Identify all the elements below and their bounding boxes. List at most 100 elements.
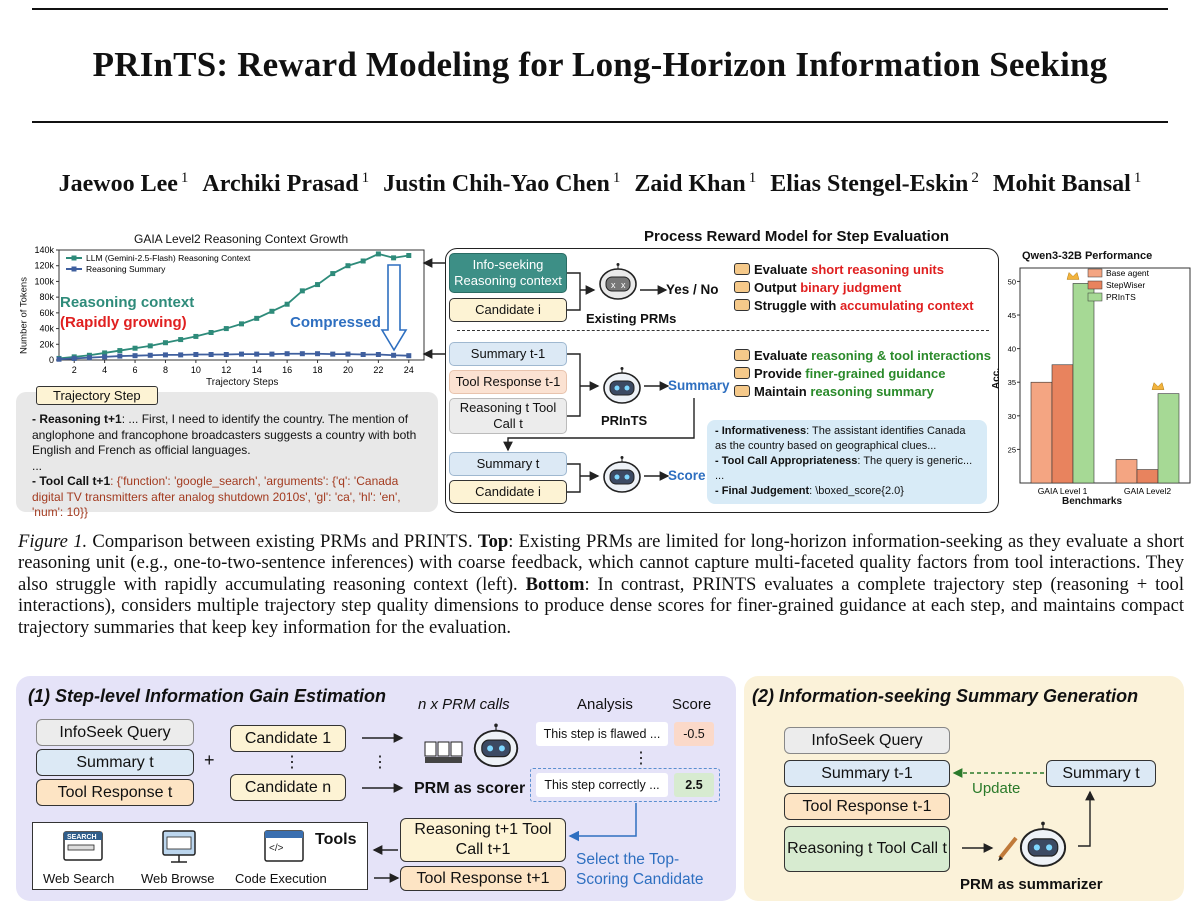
trajectory-text: - Reasoning t+1: ... First, I need to id… [32, 412, 424, 521]
trajectory-ellipsis: ... [32, 458, 43, 473]
line-point [56, 356, 62, 362]
line-point [162, 352, 168, 358]
line-point [147, 343, 153, 349]
annotation-reasoning-context: Reasoning context [60, 294, 195, 311]
feedback-box: - Informativeness: The assistant identif… [707, 420, 987, 504]
line-point [102, 350, 108, 356]
y-tick-label: 0 [49, 355, 54, 365]
bar-legend-swatch [1087, 268, 1103, 278]
line-point [345, 351, 351, 357]
tool-response-next-box: Tool Response t+1 [400, 866, 566, 891]
reasoning-toolcall-box: Reasoning t Tool Call t [449, 398, 567, 434]
line-point [193, 352, 199, 357]
line-point [360, 352, 366, 357]
code-execution-icon: </> [264, 830, 304, 862]
web-browse-icon [162, 830, 196, 863]
score-counter-icon [424, 741, 463, 763]
bar-legend-label: PRInTS [1106, 292, 1136, 302]
tools-title: Tools [315, 831, 357, 848]
x-tick-label: 24 [404, 365, 414, 375]
line-chart-xlabel: Trajectory Steps [206, 377, 279, 388]
line-point [208, 352, 214, 357]
line-point [360, 258, 366, 264]
line-point [284, 301, 290, 307]
prm-panel [445, 248, 999, 513]
thumbs-up-icon [734, 367, 750, 379]
reasoning-text: : ... First, I need to identify the coun… [32, 412, 417, 457]
title-rule [32, 121, 1168, 123]
line-point [178, 337, 184, 343]
feedback-tool-call-text: : The query is generic... [857, 455, 973, 467]
bar-y-tick-label: 35 [1008, 378, 1016, 387]
trajectory-box: Trajectory Step - Reasoning t+1: ... Fir… [16, 386, 438, 519]
line-point [375, 352, 381, 357]
reasoning-next-box: Reasoning t+1 Tool Call t+1 [400, 818, 566, 862]
analysis-vdots: ⋮ [633, 750, 649, 767]
bul-top-0: Evaluate short reasoning units [734, 262, 944, 277]
line-point [71, 355, 77, 361]
line-point [254, 351, 260, 357]
line-point [132, 345, 138, 351]
summary-t-box: Summary t [449, 452, 567, 476]
bul-top-1: Output binary judgment [734, 280, 901, 295]
y-tick-label: 40k [39, 324, 54, 334]
yes-no-label: Yes / No [666, 282, 719, 297]
bullet-text: Maintain [754, 384, 811, 399]
bullet-text: Struggle with [754, 298, 840, 313]
author-name: Archiki Prasad [202, 171, 359, 197]
line-point [208, 330, 214, 335]
line-point [330, 271, 336, 277]
line-point [86, 355, 92, 361]
x-tick-label: 4 [102, 365, 107, 375]
author-name: Mohit Bansal [992, 171, 1131, 197]
p1-infoseek-box: InfoSeek Query [36, 719, 194, 746]
panel2-title: (2) Information-seeking Summary Generati… [752, 686, 1139, 706]
author-name: Justin Chih-Yao Chen [383, 171, 610, 197]
author-affiliation: 1 [748, 170, 757, 186]
thumbs-down-icon [734, 263, 750, 275]
legend-label: Reasoning Summary [86, 264, 166, 274]
bar-chart-frame [1019, 267, 1191, 484]
panel1-title: (1) Step-level Information Gain Estimati… [28, 686, 387, 706]
line-series-0 [58, 252, 409, 360]
bullet-highlight: short reasoning units [811, 262, 944, 277]
x-tick-label: 20 [343, 365, 353, 375]
feedback-informativeness-label: Informativeness [721, 425, 807, 437]
author-affiliation: 1 [612, 170, 621, 186]
x-tick-label: 10 [191, 365, 201, 375]
bullet-text: Provide [754, 366, 806, 381]
crown-icon [1066, 271, 1080, 280]
x-tick-label: 22 [373, 365, 383, 375]
bullet-text: Evaluate [754, 262, 812, 277]
y-tick-label: 80k [39, 292, 54, 302]
line-series-1 [58, 352, 409, 361]
bul-top-2: Struggle with accumulating context [734, 298, 974, 313]
feedback-tool-call-label: Tool Call Appropriateness [721, 455, 858, 467]
caption-bottom-label: Bottom [525, 573, 585, 595]
reasoning-label: - Reasoning t+1 [32, 412, 122, 426]
line-point [117, 353, 123, 359]
line-point [330, 351, 336, 357]
plus-sign: + [204, 750, 215, 770]
x-tick-label: 6 [133, 365, 138, 375]
bar-category-label: GAIA Level2 [1124, 486, 1172, 496]
figure-caption: Figure 1. Comparison between existing PR… [18, 531, 1184, 638]
line-point [162, 340, 168, 346]
candidate-n-box: Candidate n [230, 774, 346, 801]
existing-prms-label: Existing PRMs [586, 311, 677, 326]
bar-0-0 [1030, 381, 1053, 484]
thumbs-down-icon [734, 299, 750, 311]
author-name: Zaid Khan [634, 171, 746, 197]
bar-y-tick-label: 25 [1008, 445, 1016, 454]
bullet-highlight: reasoning summary [810, 384, 934, 399]
score-header: Score [672, 696, 712, 713]
line-point [391, 255, 397, 261]
p2-summary-prev-box: Summary t-1 [784, 760, 950, 787]
bar-y-tick-label: 45 [1008, 311, 1016, 320]
analysis-n: This step correctly ... [536, 773, 668, 797]
line-point [391, 352, 397, 358]
x-tick-label: 8 [163, 365, 168, 375]
